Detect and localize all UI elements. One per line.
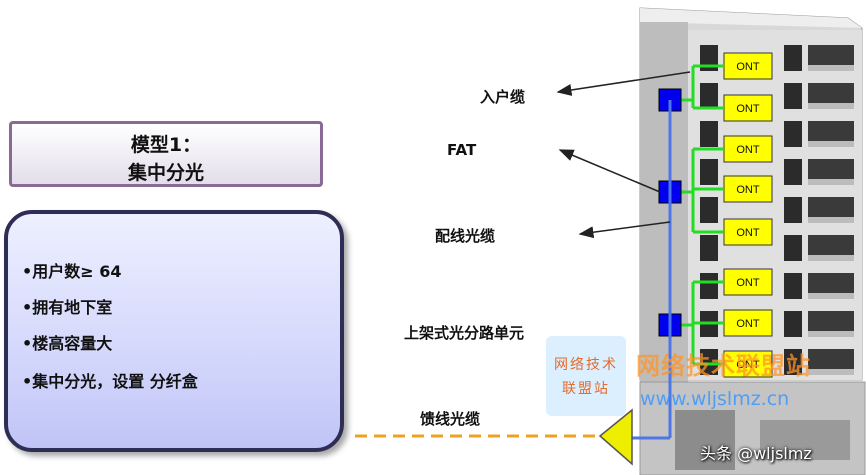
window [700,197,718,223]
window [700,83,718,109]
window [700,273,718,299]
ont-label: ONT [736,184,760,196]
window [700,121,718,147]
watermark-logo-line1: 网络技术 [554,357,618,373]
arrow-drop-cable [556,71,691,96]
ont-box [723,94,773,122]
label-drop-cable: 入户缆 [480,88,526,106]
balcony [808,65,854,71]
arrow-distribution-cable [578,221,671,239]
window [700,159,718,185]
model-title-line2: 集中分光 [127,162,204,184]
ont-box [723,175,773,203]
balcony [808,217,854,223]
ont-label: ONT [736,103,760,115]
balcony [808,141,854,147]
ont-box [723,218,773,246]
watermark-logo-line2: 联盟站 [562,381,610,397]
credit-text: 头条 @wljslmz [700,444,812,463]
building-door [675,410,735,470]
window [784,45,802,71]
window [700,349,718,375]
window [700,235,718,261]
balcony [808,369,854,375]
window [784,159,802,185]
balcony [808,331,854,337]
ont-label: ONT [736,318,760,330]
window [784,83,802,109]
splitter-triangle [598,408,633,466]
balcony [808,179,854,185]
balcony [808,255,854,261]
ont-label: ONT [736,227,760,239]
ont-label: ONT [736,359,760,371]
balcony [808,293,854,299]
window [784,235,802,261]
ont-label: ONT [736,277,760,289]
model-title-box: 模型1： 集中分光 [9,121,323,187]
ont-box [723,52,773,80]
watermark-url: www.wljslmz.cn [640,388,790,410]
feature-item: •集中分光，设置 分纤盒 [22,372,198,391]
window [784,349,802,375]
building-windows [700,45,854,375]
fat-boxes [658,64,724,366]
ont-label: ONT [736,144,760,156]
feature-item: •楼高容量大 [22,334,113,353]
window [784,197,802,223]
window [784,121,802,147]
ont-label: ONT [736,61,760,73]
model-title-line1: 模型1： [130,134,202,156]
building-lower-window [760,420,850,460]
label-distribution-cable: 配线光缆 [435,227,496,245]
building-roof [640,8,862,28]
watermark-title: 网络技术联盟站 [636,352,811,380]
feature-item: •拥有地下室 [22,298,113,317]
label-feeder-cable: 馈线光缆 [420,410,481,428]
ont-box [723,135,773,163]
window [784,311,802,337]
features-box: •用户数≥ 64 •拥有地下室 •楼高容量大 •集中分光，设置 分纤盒 [4,210,344,452]
feature-item: •用户数≥ 64 [22,262,122,281]
label-rack-splitter: 上架式光分路单元 [404,324,525,342]
watermark-logo: 网络技术 联盟站 [546,336,626,416]
arrow-fat [558,149,661,193]
ont-box [723,268,773,296]
window [784,273,802,299]
ont-box [723,350,773,378]
balcony [808,103,854,109]
label-fat: FAT [447,141,477,159]
